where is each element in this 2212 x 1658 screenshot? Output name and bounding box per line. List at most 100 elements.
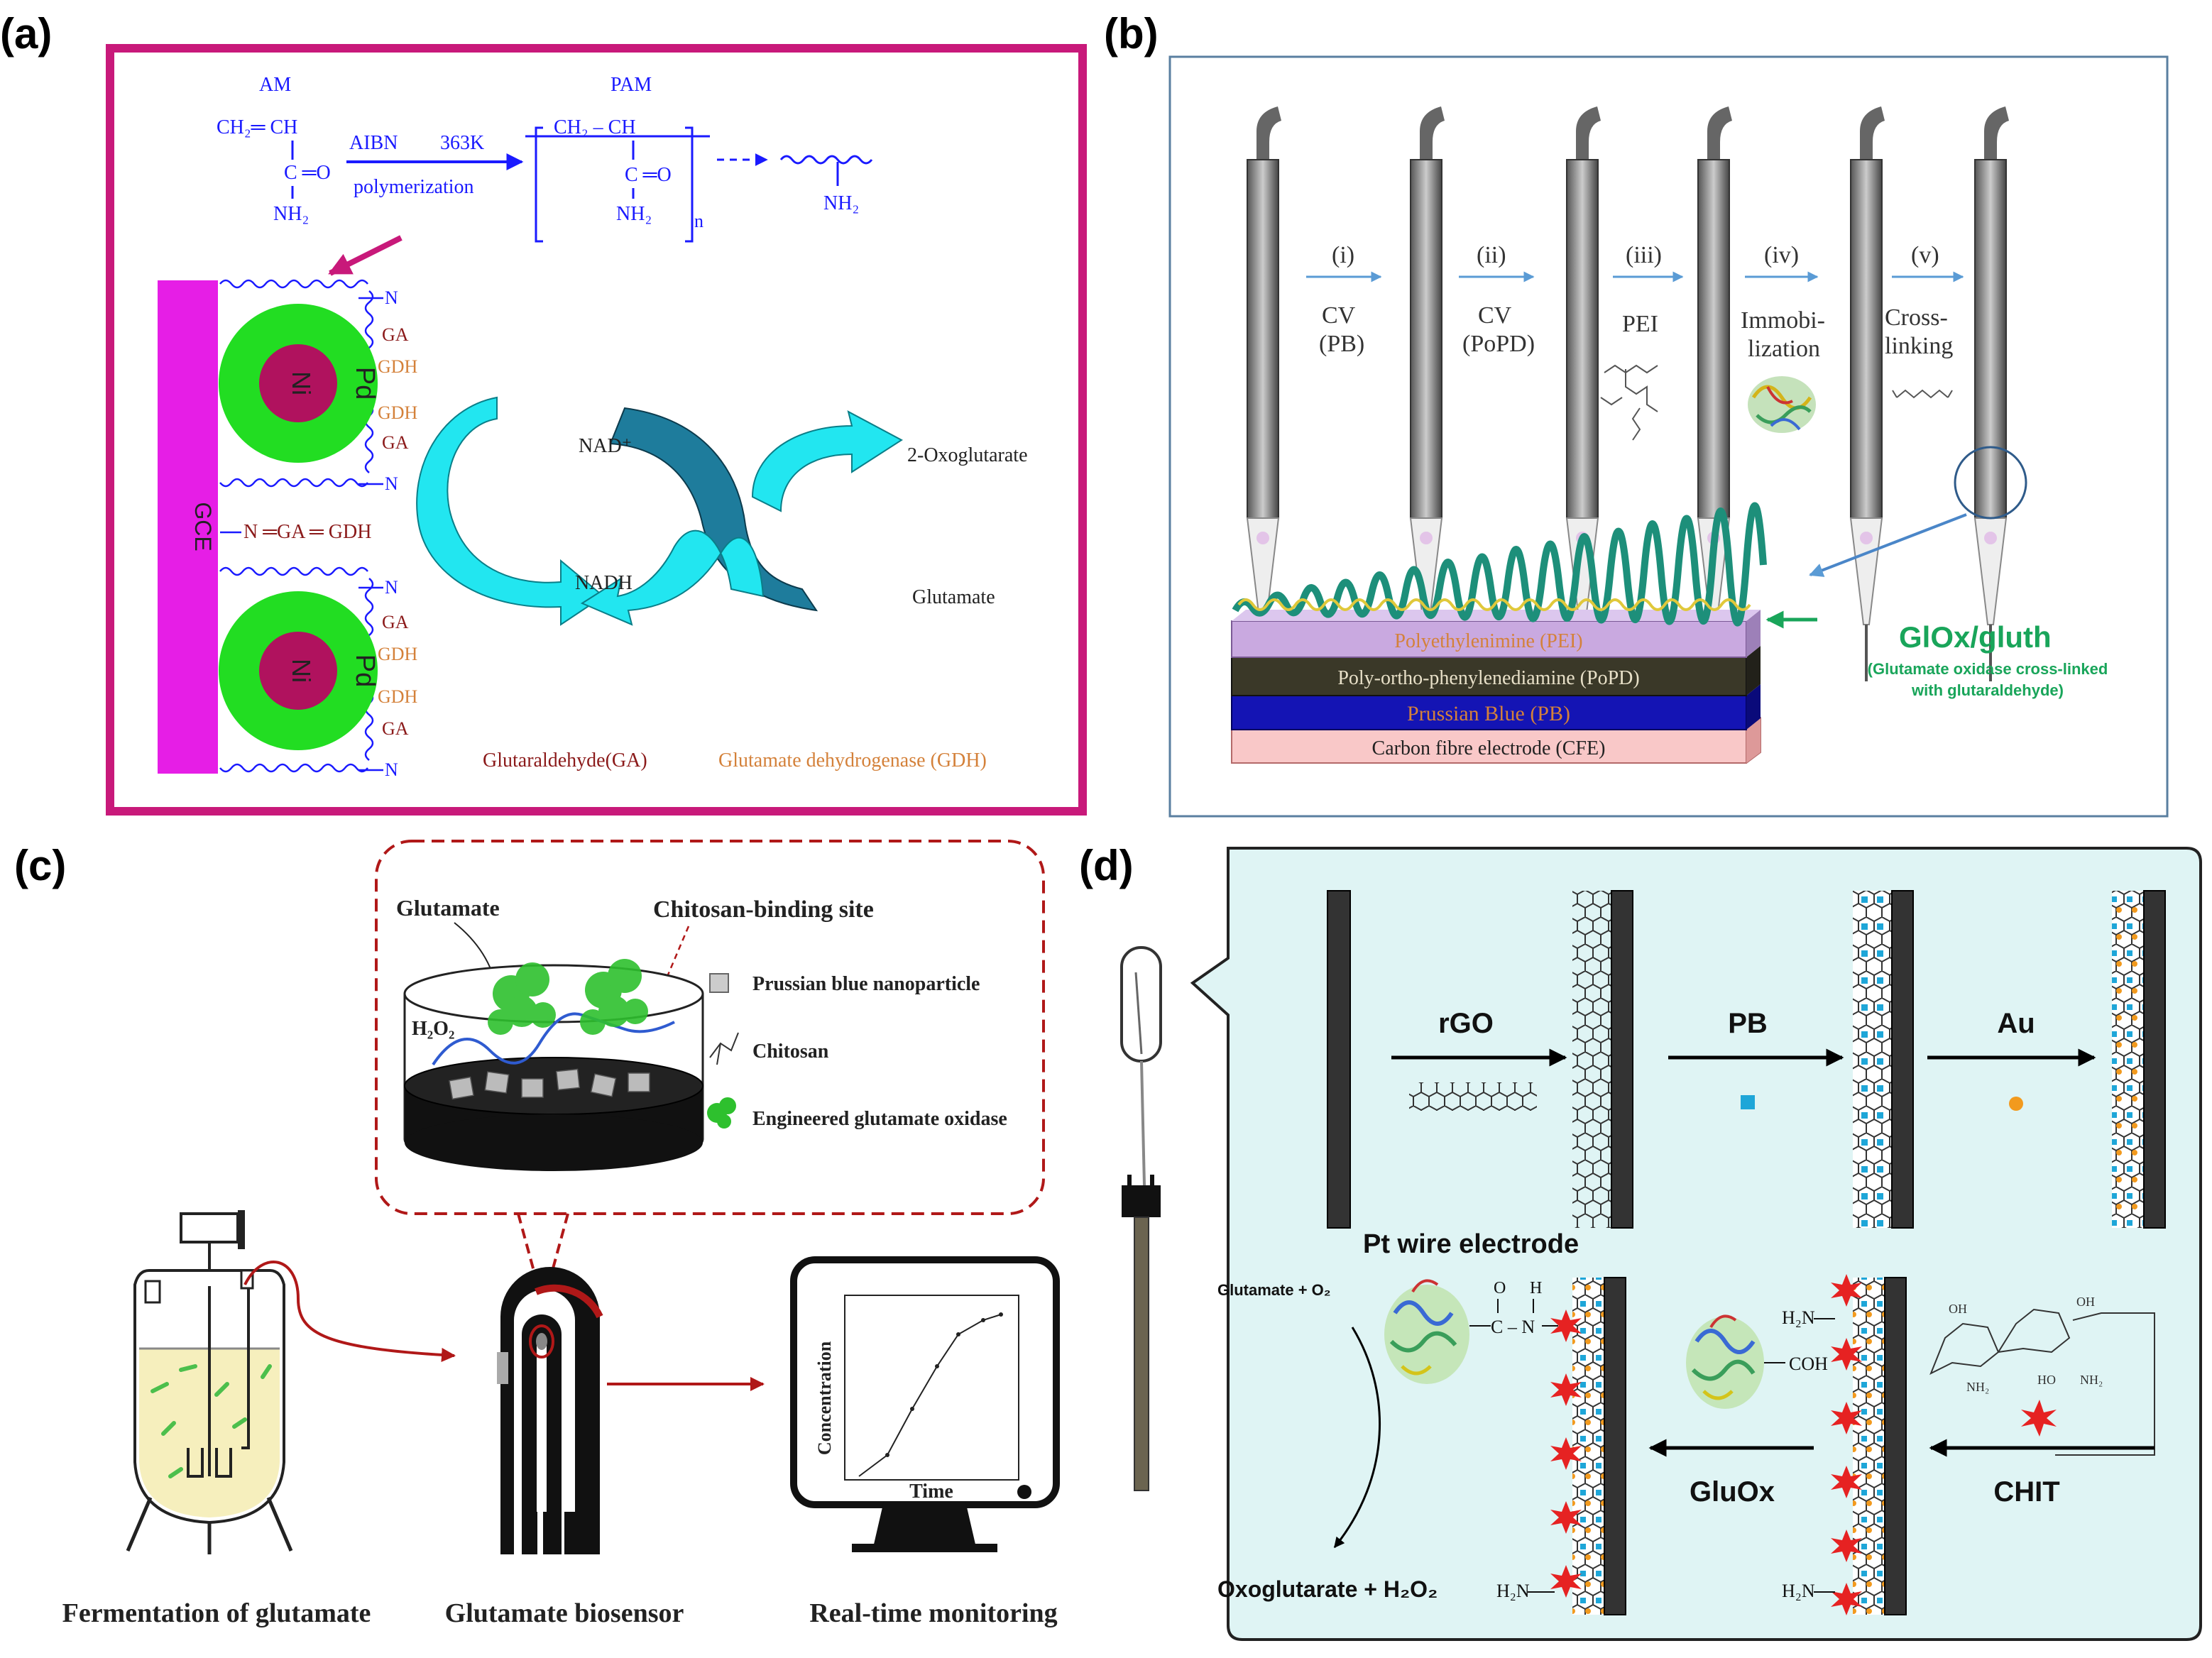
ga-gdh-chain-top: N GA GDH GDH GA N bbox=[358, 287, 418, 494]
enzyme-protein-icon bbox=[1748, 376, 1816, 433]
gce-label: GCE bbox=[190, 502, 216, 551]
step-au-label: Au bbox=[1997, 1008, 2035, 1039]
sensor-cylinder: H₂O₂ bbox=[403, 959, 704, 1171]
am-ch2ch: CH₂═ CH bbox=[217, 116, 297, 138]
pt-wire-probe bbox=[1120, 946, 1162, 1491]
gce-electrode bbox=[158, 280, 218, 774]
pam-chain: CH₂ – CH bbox=[554, 116, 636, 138]
step-rgo-label: rGO bbox=[1438, 1008, 1494, 1039]
pam-nh2: NH₂ bbox=[616, 203, 652, 225]
callout-legend: Prussian blue nanoparticle Chitosan Engi… bbox=[707, 973, 1007, 1130]
step-v-num: (v) bbox=[1911, 242, 1939, 268]
glutaraldehyde-molecule-icon bbox=[1892, 389, 1953, 399]
layer-pb-label: Prussian Blue (PB) bbox=[1407, 702, 1570, 725]
step-iii-num: (iii) bbox=[1626, 242, 1662, 268]
rgo-sheet-icon bbox=[1409, 1082, 1537, 1111]
rgo-coating bbox=[1572, 891, 1611, 1228]
cyan-arrow-right bbox=[751, 410, 903, 512]
caption-monitoring: Real-time monitoring bbox=[809, 1598, 1057, 1628]
svg-text:N: N bbox=[385, 287, 398, 308]
nadh-label: NADH bbox=[575, 572, 633, 594]
pam-wavy-nh2: NH₂ bbox=[823, 192, 859, 214]
layer-cfe-label: Carbon fibre electrode (CFE) bbox=[1372, 737, 1606, 759]
h2n-bottom-d: H₂N bbox=[1782, 1581, 1815, 1601]
temp-label: 363K bbox=[440, 132, 484, 154]
glox-sub-1: (Glutamate oxidase cross-linked bbox=[1868, 660, 2108, 678]
svg-text:CV: CV bbox=[1478, 302, 1512, 329]
step-gluox-label: GluOx bbox=[1690, 1476, 1775, 1508]
glutamate-c-label: Glutamate bbox=[396, 895, 500, 921]
pd-label-bottom: Pd bbox=[350, 654, 380, 687]
h2n-final-label: H₂N bbox=[1496, 1581, 1530, 1601]
step-chit-label: CHIT bbox=[1993, 1476, 2059, 1508]
svg-text:Immobi-: Immobi- bbox=[1741, 307, 1825, 334]
chitosan-binding-label: Chitosan-binding site bbox=[653, 896, 874, 923]
pd-label-top: Pd bbox=[350, 367, 380, 400]
amide-h-label: H bbox=[1530, 1279, 1542, 1297]
caption-biosensor: Glutamate biosensor bbox=[445, 1598, 684, 1628]
cyan-arrow-center bbox=[580, 529, 765, 626]
step-i-num: (i) bbox=[1332, 242, 1354, 268]
bound-gluox-protein-icon bbox=[1384, 1279, 1469, 1384]
final-sensor-coating bbox=[1572, 1278, 1604, 1615]
chit-star-icon bbox=[2021, 1400, 2057, 1437]
amide-o-label: O bbox=[1494, 1279, 1506, 1297]
svg-text:N: N bbox=[385, 577, 398, 598]
svg-text:lization: lization bbox=[1748, 336, 1820, 362]
ga-gdh-chain-bottom: N GA GDH GDH GA N bbox=[358, 577, 418, 780]
panel-b: (b) bbox=[1104, 10, 2169, 818]
panel-b-label: (b) bbox=[1104, 10, 1159, 57]
pt-wire-label: Pt wire electrode bbox=[1363, 1229, 1579, 1259]
svg-text:GA: GA bbox=[382, 718, 409, 739]
nad-plus-label: NAD⁺ bbox=[579, 435, 632, 457]
gluth-enzyme-surface bbox=[1232, 502, 1767, 627]
legend-pb: Prussian blue nanoparticle bbox=[752, 973, 980, 995]
fermenter-vessel-icon bbox=[126, 1210, 293, 1554]
zoom-callout bbox=[375, 840, 1045, 1215]
n-ga-gdh-bridge: N ═GA ═ GDH bbox=[243, 521, 371, 543]
monitor-display: Concentration Time bbox=[790, 1256, 1060, 1552]
au-particle-icon bbox=[2009, 1097, 2023, 1111]
layer-popd-label: Poly-ortho-phenylenediamine (PoPD) bbox=[1337, 667, 1639, 689]
svg-text:GDH: GDH bbox=[378, 402, 418, 423]
plot-area bbox=[844, 1295, 1019, 1481]
legend-chitosan: Chitosan bbox=[752, 1041, 829, 1063]
step-labels: (i) CV (PB) (ii) CV (PoPD) (iii) PEI (iv… bbox=[1306, 242, 1964, 362]
svg-text:linking: linking bbox=[1885, 333, 1953, 359]
chitosan-stars bbox=[1831, 1274, 1862, 1615]
electrode-series bbox=[1246, 106, 2009, 681]
glutamate-biosensor-strip bbox=[497, 1267, 603, 1554]
pam-n: n bbox=[694, 211, 703, 231]
caption-fermentation: Fermentation of glutamate bbox=[62, 1598, 371, 1628]
glutamate-o2-label: Glutamate + O₂ bbox=[1217, 1281, 1331, 1299]
pei-molecule-icon bbox=[1600, 364, 1658, 441]
pb-coating bbox=[1853, 891, 1892, 1228]
gdh-legend: Glutamate dehydrogenase (GDH) bbox=[718, 750, 987, 772]
electrode-2 bbox=[1409, 106, 1445, 681]
am-nh2: NH₂ bbox=[273, 203, 309, 225]
step-iv-num: (iv) bbox=[1764, 242, 1799, 268]
svg-text:Cross-: Cross- bbox=[1885, 304, 1948, 331]
svg-text:GA: GA bbox=[382, 612, 409, 632]
svg-text:PEI: PEI bbox=[1622, 311, 1658, 337]
pam-wavy-chain bbox=[779, 155, 873, 165]
svg-text:GDH: GDH bbox=[378, 686, 418, 707]
panel-d: (d) rGO PB Au Pt wire electrode bbox=[1079, 842, 2202, 1641]
h2n-top-d: H₂N bbox=[1782, 1307, 1815, 1328]
ni-label-top: Ni bbox=[287, 371, 316, 395]
oxoglutarate-h2o2-label: Oxoglutarate + H₂O₂ bbox=[1217, 1576, 1438, 1602]
panel-c-label: (c) bbox=[14, 842, 66, 889]
electrode-layer-stack: Polyethylenimine (PEI) Poly-ortho-phenyl… bbox=[1231, 502, 1767, 764]
cyan-arrow-left bbox=[416, 396, 605, 626]
svg-text:N: N bbox=[385, 473, 398, 494]
aibn-label: AIBN bbox=[349, 132, 398, 154]
panel-a: (a) AM CH₂═ CH C ═O NH₂ AIBN 363K polyme… bbox=[0, 10, 1087, 816]
polymerization-label: polymerization bbox=[354, 176, 474, 198]
svg-text:HO: HO bbox=[2037, 1373, 2056, 1387]
step-ii-num: (ii) bbox=[1477, 242, 1506, 268]
am-label: AM bbox=[259, 74, 291, 96]
electrode-6 bbox=[1973, 106, 2009, 681]
panel-d-callout bbox=[1190, 847, 2202, 1641]
au-coating bbox=[2112, 891, 2144, 1228]
